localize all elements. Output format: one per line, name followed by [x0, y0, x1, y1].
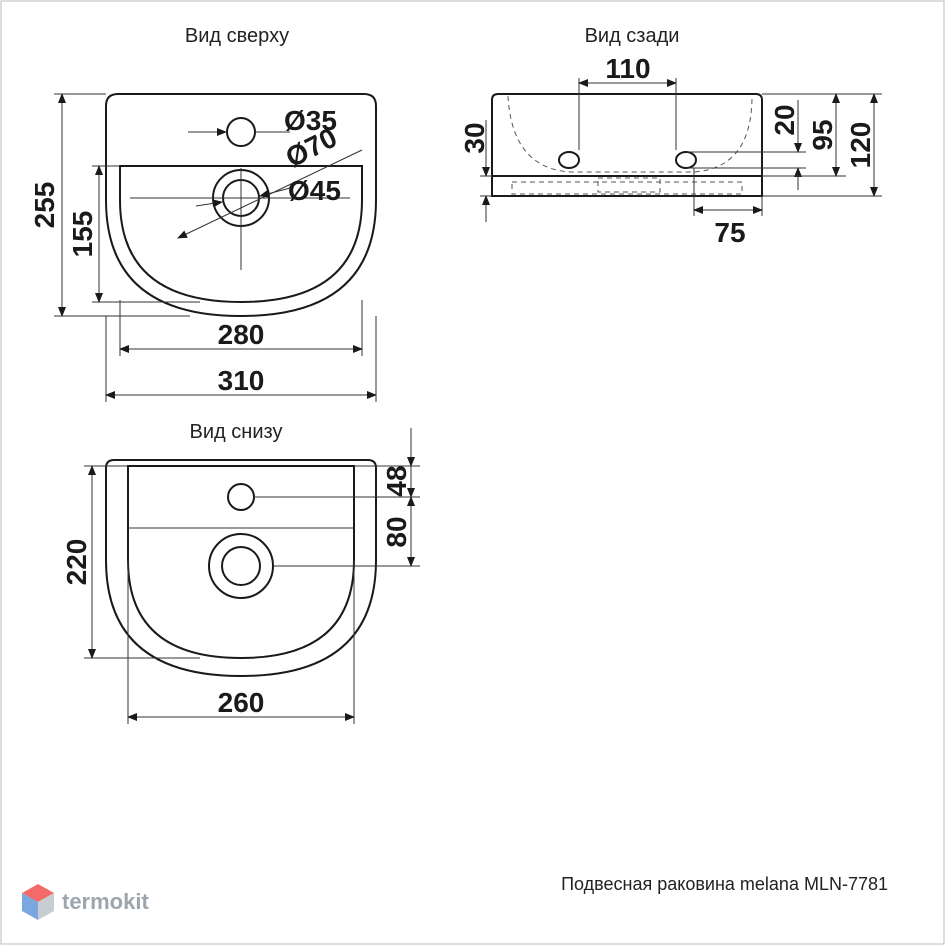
back-view-title: Вид сзади	[585, 25, 680, 47]
dim-h95: 95	[807, 119, 838, 150]
back-hole-right	[675, 151, 697, 169]
bottom-view-title: Вид снизу	[190, 421, 283, 443]
back-hidden-bowl	[507, 95, 753, 173]
dim-d45: Ø45	[288, 175, 341, 206]
dim-h255: 255	[29, 182, 60, 229]
back-view: Вид сзади 110 30 20 95	[459, 25, 882, 248]
back-hole-left	[558, 151, 580, 169]
dim-h48: 48	[381, 465, 412, 496]
brand-name: termokit	[62, 889, 149, 914]
dim-h220: 220	[61, 539, 92, 586]
dim-h30: 30	[459, 122, 490, 153]
dim-w280: 280	[218, 319, 265, 350]
brand-logo: termokit	[22, 884, 149, 920]
top-view: Вид сверху Ø35 Ø70 Ø45 255 155	[29, 25, 377, 402]
dim-h120: 120	[845, 122, 876, 169]
back-body	[491, 93, 763, 197]
dim-h155: 155	[67, 211, 98, 258]
bottom-inner-contour	[127, 465, 355, 660]
tap-hole	[226, 117, 256, 147]
top-view-title: Вид сверху	[185, 25, 289, 47]
dim-w75: 75	[714, 217, 745, 248]
drawing-caption: Подвесная раковина melana MLN-7781	[561, 874, 888, 894]
bottom-view: Вид снизу 220 48 80 260	[61, 421, 420, 724]
dim-w260: 260	[218, 687, 265, 718]
top-outer-contour	[105, 93, 377, 318]
dim-h80: 80	[381, 516, 412, 547]
dim-d35: Ø35	[284, 105, 337, 136]
dim-w110: 110	[605, 53, 650, 84]
cube-icon	[22, 884, 54, 920]
bottom-outer-contour	[105, 459, 377, 678]
top-inner-basin	[119, 165, 363, 304]
dim-w310: 310	[218, 365, 265, 396]
bottom-drain-inner	[221, 546, 261, 586]
bottom-drain-outer	[208, 533, 274, 599]
dim-h20: 20	[769, 104, 800, 135]
bottom-tap-hole	[227, 483, 255, 511]
